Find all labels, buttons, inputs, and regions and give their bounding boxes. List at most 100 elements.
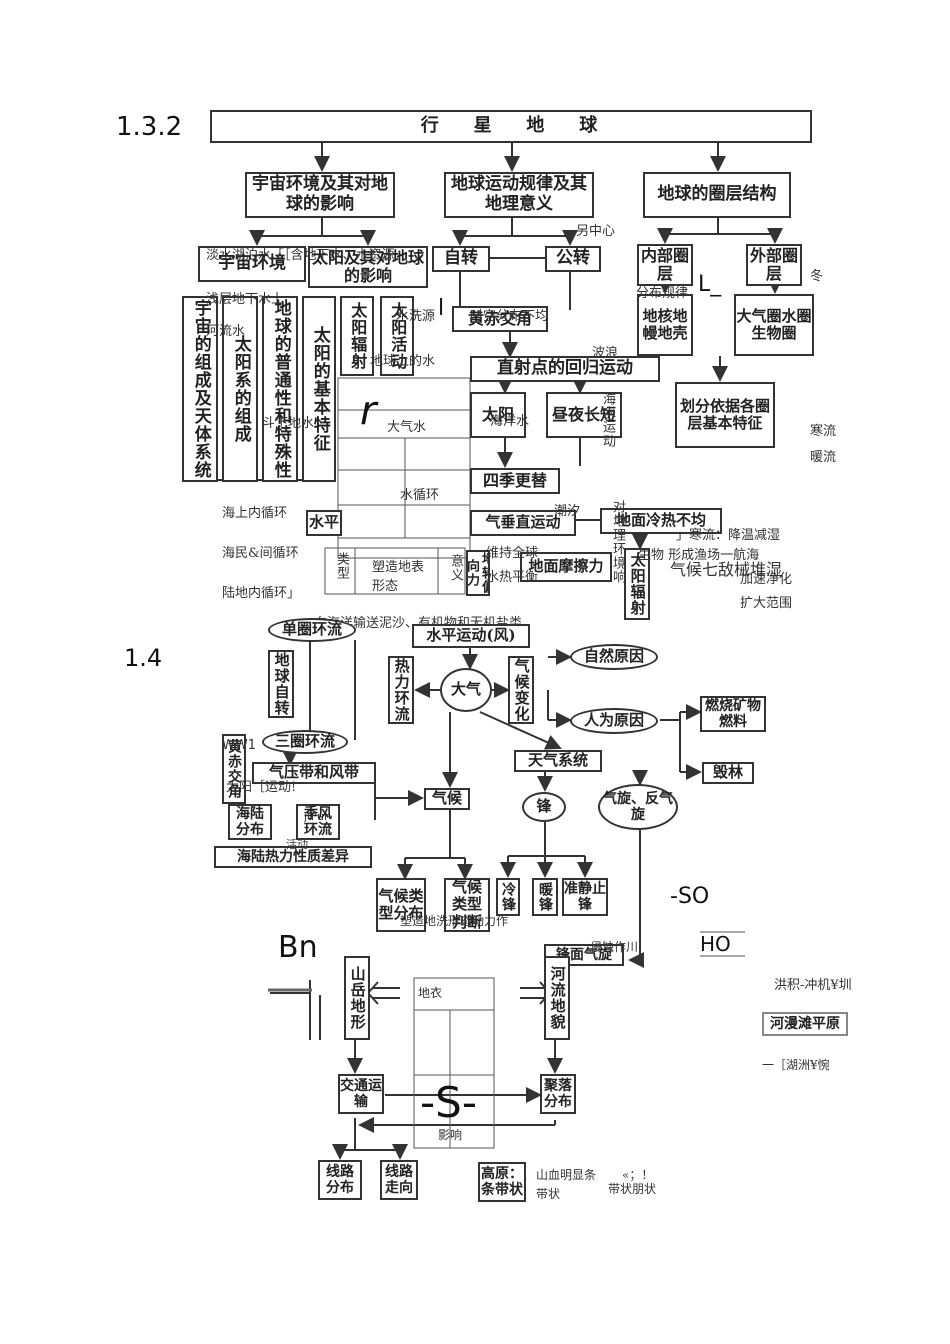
overlay-ground-water: 斗下地水: [262, 416, 315, 431]
overlay-waves: 波浪: [592, 346, 619, 361]
atmosphere-center: 大气: [440, 668, 492, 712]
overlay-create-land: 塑造地洗形态动力作: [400, 914, 509, 928]
rotation-box: 自转: [432, 246, 490, 272]
climate-box: 气候: [424, 788, 470, 810]
direct-point-box: 直射点的回归运动: [470, 356, 660, 382]
overlay-expand: 扩大范围: [740, 596, 793, 611]
single-cell-circulation: 单圈环流: [268, 618, 356, 642]
overlay-cold-current: 寒流: [810, 424, 837, 439]
overlay-ocean-water: 海洋水: [490, 414, 530, 429]
overlay-erosion: 侵蚀作川: [590, 940, 639, 954]
overlay-cold-effect: 」寒流：降温减湿: [676, 528, 781, 543]
ecliptic-angle-v: 黄赤交角: [222, 734, 246, 804]
overlay-ww: WW1: [222, 738, 256, 753]
settlement-box: 聚落分布: [540, 1074, 576, 1114]
stationary-front-box: 准静止锋: [562, 878, 608, 916]
overlay-mark-l1: L_: [698, 272, 722, 297]
col-solar-system: 太阳系的组成: [222, 296, 258, 482]
deforestation-box: 毁林: [702, 762, 754, 784]
overlay-mark-r: r: [360, 388, 377, 434]
overlay-water-source: 水洗源: [396, 309, 436, 324]
thermal-circulation-v: 热力环流: [388, 656, 414, 724]
universe-environment-box: 宇宙环境: [198, 246, 306, 282]
earth-rotation-v: 地球自转: [268, 650, 294, 718]
division-basis-box: 划分依据各圈层基本特征: [675, 382, 775, 448]
line-direction-box: 线路走向: [380, 1160, 418, 1200]
human-cause: 人为原因: [570, 708, 658, 734]
overlay-sea-move: 海水运动: [600, 392, 615, 448]
overlay-flood: 洪积-冲机¥圳: [774, 978, 852, 993]
col-earth-uniqueness: 地球的普通性和特殊性: [262, 296, 298, 482]
climate-types-box: 气候类型分布: [376, 878, 426, 932]
ecliptic-angle-box: 黄赤交角: [452, 306, 548, 332]
overlay-so: -SO: [670, 884, 710, 909]
overlay-type: 类型: [334, 552, 349, 580]
overlay-ho: HO: [700, 932, 731, 956]
overlay-distribution-law: 分布规律: [636, 286, 689, 301]
weather-system-box: 天气系统: [514, 750, 602, 772]
overlay-accelerate: 加速净化: [740, 572, 793, 587]
sun-altitude-box: 太阳: [470, 392, 526, 438]
land-sea-distribution: 海陆分布: [228, 804, 272, 840]
day-night-box: 昼夜长短: [546, 392, 622, 438]
friction-box: 地面摩擦力: [520, 552, 612, 582]
col-sun-activity: 太阳活动: [380, 296, 414, 376]
overlay-time-space: 时空分布不均: [470, 309, 549, 324]
col-sun-radiation: 太阳辐射: [340, 296, 374, 376]
overlay-geo-effect: 对地理环境响: [610, 500, 625, 584]
section-label-132: 1.3.2: [116, 112, 183, 142]
overlay-mark-l2: l: [438, 296, 445, 321]
overlay-shallow-ground: 浅层地下水上: [206, 292, 285, 307]
overlay-water-cycle: 水循环: [400, 488, 440, 503]
overlay-earth-water: 地球上的水: [370, 354, 436, 369]
title-planet-earth: 行 星 地 球: [210, 110, 812, 143]
thermal-difference-box: 海陆热力性质差异: [214, 846, 372, 868]
overlay-quote-marks: «；！: [622, 1168, 654, 1182]
overlay-activity: 活动: [286, 838, 308, 851]
overlay-maintain: 维持全球: [486, 546, 539, 561]
overlay-influence: 影响: [438, 1128, 463, 1142]
river-plain-box: 河漫滩平原: [762, 1012, 848, 1036]
water-cycle-prefix-box: 水平: [306, 510, 342, 536]
revolution-box: 公转: [545, 246, 601, 272]
overlay-bio-fishery: 生物 形成渔场一航海: [638, 548, 760, 563]
overlay-landform-type: 地衣: [418, 986, 443, 1000]
col-sun-features: 太阳的基本特征: [302, 296, 336, 482]
front-ellipse: 锋: [522, 792, 566, 822]
overlay-mountain-belt: 山血明显条带状: [536, 1168, 597, 1202]
overlay-land-inner: 陆地内循环」: [222, 586, 301, 601]
section-label-14: 1.4: [124, 644, 163, 672]
three-cell-circulation: 三圈环流: [262, 730, 348, 754]
warm-front-box: 暖锋: [532, 878, 558, 916]
sun-effect-box: 太阳及其对地球的影响: [308, 246, 428, 288]
overlay-sun-move: 太阳［运动!: [226, 780, 297, 795]
mountain-landform: 山岳地形: [344, 956, 370, 1040]
overlay-fresh-lake: 淡水湖泊水「［含地下水、水资源: [206, 248, 395, 263]
overlay-jutu: ju'ur: [304, 810, 329, 823]
outer-sphere-box: 外部圈层: [746, 244, 802, 286]
cold-front-box: 冷锋: [496, 878, 520, 916]
deflect-force-box: 地转偏向力: [466, 550, 490, 596]
plateau-box: 高原：条带状: [478, 1162, 526, 1202]
overlay-winter: 冬: [810, 269, 824, 284]
line-distribution-box: 线路分布: [318, 1160, 362, 1200]
inner-items-box: 地核地幔地壳: [637, 294, 693, 356]
uneven-heat-box: 地面冷热不均: [600, 508, 722, 534]
overlay-water-balance: 水热平衡: [486, 570, 539, 585]
overlay-tide: 潮汐: [554, 504, 581, 519]
climate-change-v: 气候变化: [508, 656, 534, 724]
sun-radiation-v-box: 太阳辐射: [624, 548, 650, 620]
inner-sphere-box: 内部圈层: [637, 244, 693, 286]
overlay-climate-pollution: 气候七敌械堆湿: [670, 560, 783, 579]
burn-fuel-box: 燃烧矿物燃料: [700, 696, 766, 732]
climate-judge-box: 气候类型判断: [444, 878, 490, 932]
overlay-bn: Bn: [278, 930, 318, 965]
branch-universe-env: 宇宙环境及其对地球的影响: [245, 172, 395, 218]
overlay-sea-land: 海民&间循环: [222, 546, 299, 561]
overlay-meaning: 意义: [448, 554, 463, 582]
monsoon-circulation: 季风环流: [296, 804, 340, 840]
overlay-another-center: 另中心: [576, 224, 616, 239]
overlay-warm-current: 暖流: [810, 450, 837, 465]
overlay-delta: 一［湖洲¥惋: [762, 1058, 830, 1072]
horizontal-motion-box: 水平运动(风): [412, 624, 530, 648]
